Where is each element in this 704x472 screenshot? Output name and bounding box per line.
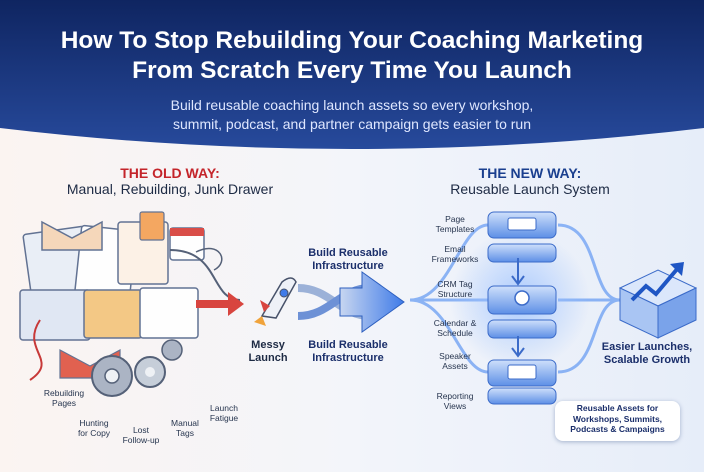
asset-stack [487,211,557,405]
old-way-subheading: Manual, Rebuilding, Junk Drawer [66,181,274,197]
title-line-2: From Scratch Every Time You Launch [132,57,572,84]
old-way-heading: THE OLD WAY: [120,165,220,181]
new-way-section-header: THE NEW WAY: Reusable Launch System [410,165,650,197]
page-subtitle: Build reusable coaching launch assets so… [0,96,704,134]
reusable-assets-callout: Reusable Assets for Workshops, Summits, … [555,401,680,441]
stack-item-calendar-schedule: Calendar &Schedule [433,318,477,338]
subtitle-line-2: summit, podcast, and partner campaign ge… [173,116,531,132]
title-line-1: How To Stop Rebuilding Your Coaching Mar… [60,27,644,54]
page-title: How To Stop Rebuilding Your Coaching Mar… [0,26,704,86]
new-way-heading: THE NEW WAY: [478,165,582,181]
rocket-illustration [254,277,297,326]
new-way-subheading: Reusable Launch System [450,181,610,197]
old-way-section-header: THE OLD WAY: Manual, Rebuilding, Junk Dr… [20,165,320,197]
infrastructure-arrows [297,271,405,333]
growth-chart-icon [618,262,698,339]
subtitle-line-1: Build reusable coaching launch assets so… [170,97,534,113]
outcome-label: Easier Launches,Scalable Growth [601,341,693,366]
messy-documents-pile [19,211,241,397]
